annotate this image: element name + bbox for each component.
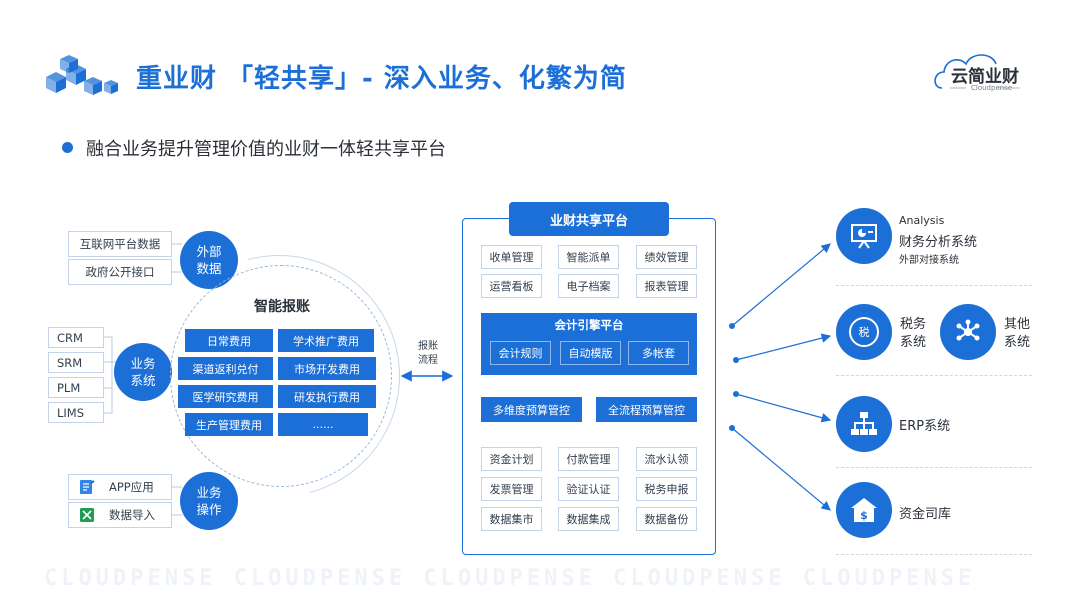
other-label: 其他 系统 (1004, 316, 1030, 351)
system-lims: LIMS (48, 402, 104, 423)
fee-medical-research: 医学研究费用 (178, 385, 273, 408)
bubble-line: 业务 (130, 355, 156, 371)
other-label-line: 其他 (1004, 317, 1031, 332)
flow-label-line: 报账 (418, 341, 438, 352)
org-chart-icon (851, 412, 877, 435)
bubble-line: 系统 (130, 373, 156, 388)
other-label-line: 系统 (1004, 334, 1031, 350)
tax-label: 税务 系统 (900, 316, 926, 351)
bubble-line: 操作 (196, 502, 222, 517)
external-input-government: 政府公开接口 (68, 259, 172, 285)
flow-label: 报账 流程 (412, 340, 444, 367)
module-archive: 电子档案 (558, 274, 619, 298)
logo-subtitle: Cloudpense (971, 84, 1013, 92)
module-flow-claim: 流水认领 (636, 447, 697, 471)
circle-title: 智能报账 (254, 299, 310, 315)
analysis-sub-label: 外部对接系统 (899, 255, 959, 266)
module-report: 报表管理 (636, 274, 697, 298)
tax-icon: 税 (849, 317, 879, 347)
tax-label-line: 税务 (900, 317, 927, 332)
operation-import: 数据导入 (68, 502, 172, 528)
engine-template: 自动模版 (560, 341, 621, 365)
module-verification: 验证认证 (558, 477, 619, 501)
module-data-mart: 数据集市 (481, 507, 542, 531)
module-data-integration: 数据集成 (558, 507, 619, 531)
excel-icon (80, 508, 94, 522)
presentation-chart-icon (851, 224, 877, 249)
other-icon-circle (940, 304, 996, 360)
erp-label: ERP系统 (899, 419, 951, 434)
analysis-en-label: Analysis (899, 214, 945, 227)
system-srm: SRM (48, 352, 104, 373)
module-payment: 付款管理 (558, 447, 619, 471)
svg-text:$: $ (860, 509, 868, 522)
analysis-icon-circle (836, 208, 892, 264)
operation-label: APP应用 (109, 480, 154, 494)
engine-rules: 会计规则 (490, 341, 551, 365)
engine-multi-ledger: 多帐套 (628, 341, 689, 365)
divider-line (836, 554, 1032, 555)
module-dispatch: 智能派单 (558, 245, 619, 269)
network-icon (956, 319, 980, 341)
page-subtitle: 融合业务提升管理价值的业财一体轻共享平台 (86, 139, 446, 160)
divider-line (836, 467, 1032, 468)
tax-icon-circle: 税 (836, 304, 892, 360)
edit-doc-icon (80, 480, 95, 494)
module-performance: 绩效管理 (636, 245, 697, 269)
module-tax-filing: 税务申报 (636, 477, 697, 501)
page-title: 重业财 「轻共享」- 深入业务、化繁为简 (136, 64, 627, 94)
flow-label-line: 流程 (418, 354, 438, 366)
module-receipt: 收单管理 (481, 245, 542, 269)
cloud-logo-icon (934, 54, 1020, 89)
treasury-label: 资金司库 (899, 507, 952, 522)
module-dashboard: 运营看板 (481, 274, 542, 298)
accounting-engine-title: 会计引擎平台 (554, 318, 624, 332)
budget-multidimensional: 多维度预算管控 (481, 397, 582, 422)
watermark: CLOUDPENSE CLOUDPENSE CLOUDPENSE CLOUDPE… (44, 566, 976, 591)
fee-more: ...... (278, 413, 368, 436)
bullet-dot (62, 142, 73, 153)
fee-academic: 学术推广费用 (278, 329, 374, 352)
analysis-label: 财务分析系统 (899, 235, 978, 250)
logo-name: 云简业财 (951, 67, 1019, 87)
cubes-icon (46, 55, 118, 95)
operation-app: APP应用 (68, 474, 172, 500)
circle-ring (170, 265, 392, 487)
system-plm: PLM (48, 377, 104, 398)
fee-daily: 日常费用 (185, 329, 273, 352)
bubble-line: 业务 (196, 484, 222, 500)
tax-label-line: 系统 (900, 334, 927, 350)
divider-line (836, 375, 1032, 376)
operations-bubble: 业务操作 (180, 472, 238, 530)
system-crm: CRM (48, 327, 104, 348)
bubble-line: 数据 (196, 261, 222, 276)
fee-rd: 研发执行费用 (278, 385, 376, 408)
operation-label: 数据导入 (109, 508, 155, 522)
module-cash-plan: 资金计划 (481, 447, 542, 471)
erp-icon-circle (836, 396, 892, 452)
fee-market: 市场开发费用 (278, 357, 376, 380)
treasury-icon-circle: $ (836, 482, 892, 538)
fee-channel-rebate: 渠道返利兑付 (178, 357, 273, 380)
divider-line (836, 285, 1032, 286)
bubble-line: 外部 (196, 243, 222, 259)
module-invoice: 发票管理 (481, 477, 542, 501)
bank-dollar-icon: $ (851, 498, 877, 522)
fee-production: 生产管理费用 (185, 413, 273, 436)
module-data-backup: 数据备份 (636, 507, 697, 531)
business-system-bubble: 业务系统 (114, 343, 172, 401)
budget-full-process: 全流程预算管控 (596, 397, 697, 422)
platform-title: 业财共享平台 (509, 202, 669, 236)
external-input-internet: 互联网平台数据 (68, 231, 172, 257)
